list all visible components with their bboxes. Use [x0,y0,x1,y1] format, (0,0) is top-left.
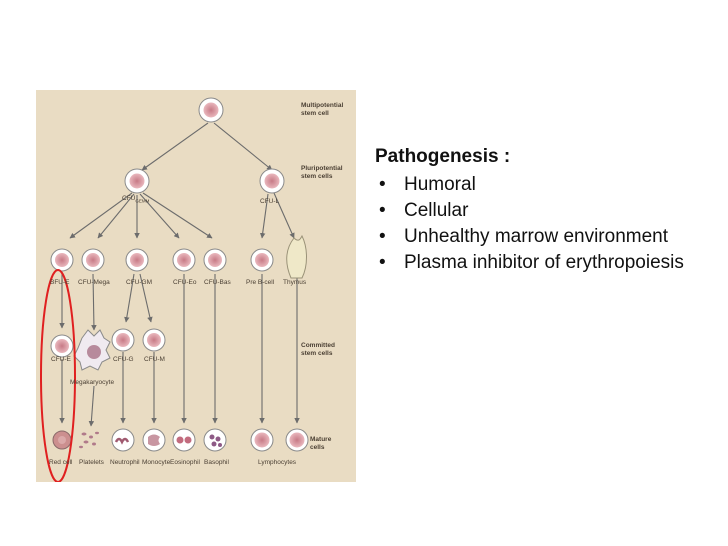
bullet-dot-icon: • [379,174,386,195]
pathogenesis-list: • Humoral • Cellular • Unhealthy marrow env… [375,173,715,275]
label-megakaryocyte: Megakaryocyte [70,379,114,386]
label-eosinophil: Eosinophil [170,459,201,466]
basophil-cell [203,428,227,452]
cfu-l-cell [259,168,285,194]
label-pluripotential-1: Pluripotential [301,165,343,172]
cfu-m-cell [142,328,166,352]
label-lymphocytes: Lymphocytes [258,459,297,466]
bullet-text: Cellular [404,200,469,221]
hematopoiesis-diagram: Multipotential stem cell Pluripotential … [40,97,343,482]
bullet-text: Humoral [404,174,476,195]
bullet-text: Plasma inhibitor of erythropoiesis [404,252,684,273]
bullet-dot-icon: • [379,252,386,273]
cfu-g-cell [111,328,135,352]
label-cfu-g: CFU-G [113,356,134,363]
label-cfu-mega: CFU-Mega [78,279,110,286]
cfu-gemm-cell [124,168,150,194]
megakaryocyte-nucleus [87,345,101,359]
label-platelets: Platelets [79,459,105,466]
label-cfu-gemm: CFUGEMM [122,195,150,204]
label-cfu-bas: CFU-Bas [204,279,231,286]
label-cfu-e: CFU-E [51,356,72,363]
bullet-text: Unhealthy marrow environment [404,226,669,247]
label-committed-2: stem cells [301,350,333,357]
bfu-e-cell [50,248,74,272]
label-monocyte: Monocyte [142,459,171,466]
pathogenesis-text: Pathogenesis : • Humoral • Cellular • Unhea… [375,145,715,277]
thymus-icon [286,234,307,279]
label-multipotential-2: stem cell [301,110,329,117]
monocyte-cell [142,428,166,452]
label-cfu-gm: CFU-GM [126,279,152,286]
label-pluripotential-2: stem cells [301,173,333,180]
cfu-mega-cell [81,248,105,272]
hematopoiesis-figure: Multipotential stem cell Pluripotential … [36,90,356,482]
label-bfu-e: BFU-E [50,279,70,286]
label-basophil: Basophil [204,459,229,466]
label-mature-2: cells [310,444,325,451]
label-red-cell: Red cell [49,459,73,466]
eosinophil-cell [172,428,196,452]
lymphocyte-cell-1 [250,428,274,452]
label-cfu-m: CFU-M [144,356,165,363]
cfu-eo-cell [172,248,196,272]
neutrophil-cell [111,428,135,452]
cfu-gm-cell [125,248,149,272]
red-cell [52,430,72,450]
multipotential-stem-cell [198,97,224,123]
label-committed-1: Committed [301,342,335,349]
erythroid-highlight-oval [40,269,76,482]
label-neutrophil: Neutrophil [110,459,140,466]
label-pre-b-cell: Pre B-cell [246,279,275,286]
platelets-icon [79,431,99,449]
label-cfu-l: CFU-L [260,198,280,205]
bullet-item: • Cellular [375,199,715,223]
label-thymus: Thymus [283,279,307,286]
cfu-bas-cell [203,248,227,272]
bullet-item: • Plasma inhibitor of erythropoiesis [375,251,715,275]
pathogenesis-heading: Pathogenesis : [375,146,511,167]
label-multipotential-1: Multipotential [301,102,343,109]
cfu-e-cell [50,334,74,358]
bullet-dot-icon: • [379,226,386,247]
lineage-arrows [59,122,300,427]
bullet-item: • Humoral [375,173,715,197]
label-cfu-eo: CFU-Eo [173,279,197,286]
pre-b-cell [250,248,274,272]
bullet-dot-icon: • [379,200,386,221]
lymphocyte-cell-2 [285,428,309,452]
bullet-item: • Unhealthy marrow environment [375,225,715,249]
label-mature-1: Mature [310,436,332,443]
